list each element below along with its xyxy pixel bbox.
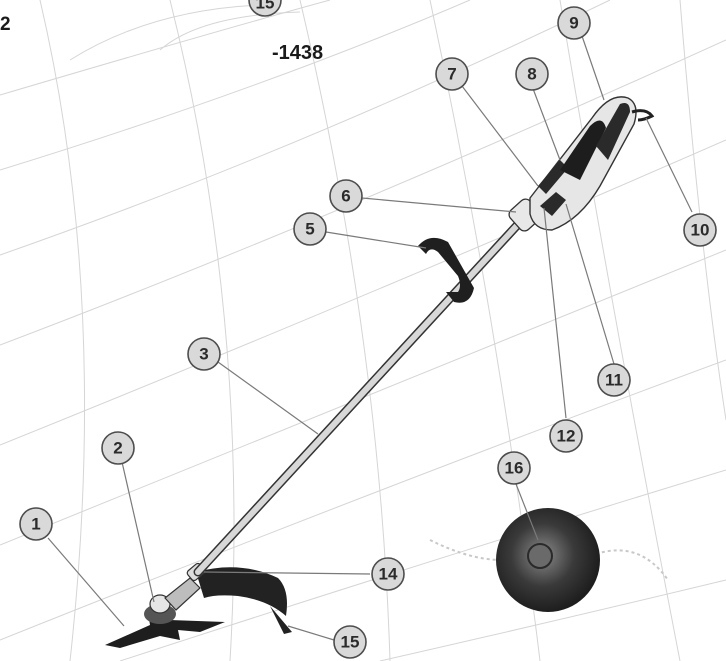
svg-text:15: 15 — [256, 0, 275, 13]
spool-line-right — [595, 549, 669, 581]
power-cable — [631, 109, 655, 122]
callout-15-bottom: 15 — [333, 625, 367, 659]
svg-text:7: 7 — [447, 65, 456, 84]
svg-text:2: 2 — [113, 439, 122, 458]
svg-text:1: 1 — [31, 515, 40, 534]
svg-text:6: 6 — [341, 187, 350, 206]
svg-text:11: 11 — [605, 371, 623, 390]
svg-text:14: 14 — [379, 565, 398, 584]
svg-text:10: 10 — [691, 221, 710, 240]
spool-center — [527, 543, 553, 569]
callout-6: 6 — [329, 179, 363, 213]
cutting-blade — [105, 612, 225, 648]
svg-text:12: 12 — [557, 427, 576, 446]
callout-14: 14 — [371, 557, 405, 591]
trigger — [540, 192, 566, 216]
spool-line-left — [429, 539, 503, 561]
callout-1: 1 — [19, 507, 53, 541]
gear-head — [164, 577, 201, 611]
loop-handle — [418, 237, 474, 303]
svg-text:16: 16 — [505, 459, 524, 478]
safety-guard — [196, 567, 287, 616]
switch-lock — [538, 160, 568, 194]
guard-lip — [270, 606, 292, 634]
callout-8: 8 — [515, 57, 549, 91]
callout-3: 3 — [187, 337, 221, 371]
callout-11: 11 — [597, 363, 631, 397]
callout-5: 5 — [293, 212, 327, 246]
callout-15-top: 15 — [248, 0, 282, 17]
leader-lines — [47, 35, 693, 641]
callout-10: 10 — [683, 213, 717, 247]
figure-number: 2 — [0, 14, 11, 35]
callout-12: 12 — [549, 419, 583, 453]
svg-text:3: 3 — [199, 345, 208, 364]
shaft-highlight — [195, 217, 525, 575]
housing-side-panel — [596, 103, 630, 160]
callout-7: 7 — [435, 57, 469, 91]
callout-16: 16 — [497, 451, 531, 485]
callout-9: 9 — [557, 6, 591, 40]
svg-text:9: 9 — [569, 14, 578, 33]
svg-text:15: 15 — [341, 633, 360, 652]
svg-text:5: 5 — [305, 220, 314, 239]
svg-text:8: 8 — [527, 65, 536, 84]
callout-2: 2 — [101, 431, 135, 465]
grip-panel — [560, 120, 606, 180]
